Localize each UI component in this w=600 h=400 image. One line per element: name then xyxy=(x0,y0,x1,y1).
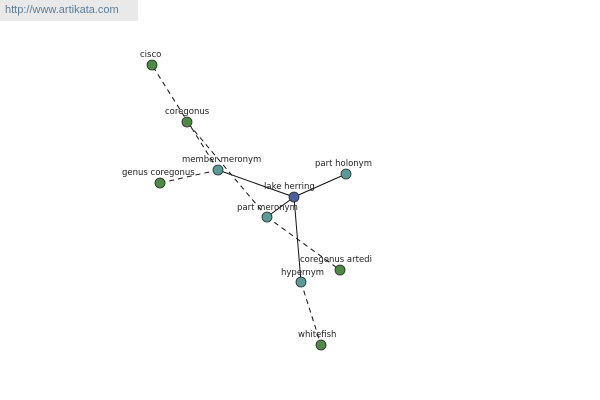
node-coregonus-artedi[interactable] xyxy=(334,264,346,276)
node-lake-herring[interactable] xyxy=(288,191,300,203)
label-member-meronym: member meronym xyxy=(182,155,261,165)
label-coregonus: coregonus xyxy=(165,107,210,117)
graph-labels: lake herring part holonym member meronym pa… xyxy=(122,50,372,340)
label-cisco: cisco xyxy=(140,50,161,60)
graph-nodes xyxy=(146,59,352,351)
label-lake-herring: lake herring xyxy=(264,182,315,192)
watermark-bar: http://www.artikata.com xyxy=(0,0,138,21)
label-hypernym: hypernym xyxy=(281,268,324,278)
node-member-meronym[interactable] xyxy=(212,164,224,176)
graph-edges xyxy=(151,64,347,346)
node-genus-coregonus[interactable] xyxy=(154,177,166,189)
label-coregonus-artedi: coregonus artedi xyxy=(300,255,372,265)
edge-member-meronym-to-cisco xyxy=(151,64,219,171)
label-part-meronym: part meronym xyxy=(237,203,298,213)
node-coregonus[interactable] xyxy=(181,116,193,128)
node-cisco[interactable] xyxy=(146,59,158,71)
watermark-url[interactable]: http://www.artikata.com xyxy=(5,4,119,16)
label-whitefish: whitefish xyxy=(298,330,336,340)
edge-lake-herring-to-part-holonym xyxy=(293,173,347,198)
edge-lake-herring-to-part-meronym xyxy=(266,196,295,218)
edge-part-meronym-to-coregonus-artedi xyxy=(266,216,341,271)
edge-part-meronym-to-coregonus xyxy=(186,121,268,218)
node-whitefish[interactable] xyxy=(315,339,327,351)
node-hypernym[interactable] xyxy=(295,276,307,288)
label-part-holonym: part holonym xyxy=(315,159,372,169)
edge-hypernym-to-whitefish xyxy=(300,281,322,346)
edge-member-meronym-to-genus-coregonus xyxy=(159,169,219,184)
node-part-meronym[interactable] xyxy=(261,211,273,223)
label-genus-coregonus: genus coregonus xyxy=(122,168,195,178)
node-part-holonym[interactable] xyxy=(340,168,352,180)
